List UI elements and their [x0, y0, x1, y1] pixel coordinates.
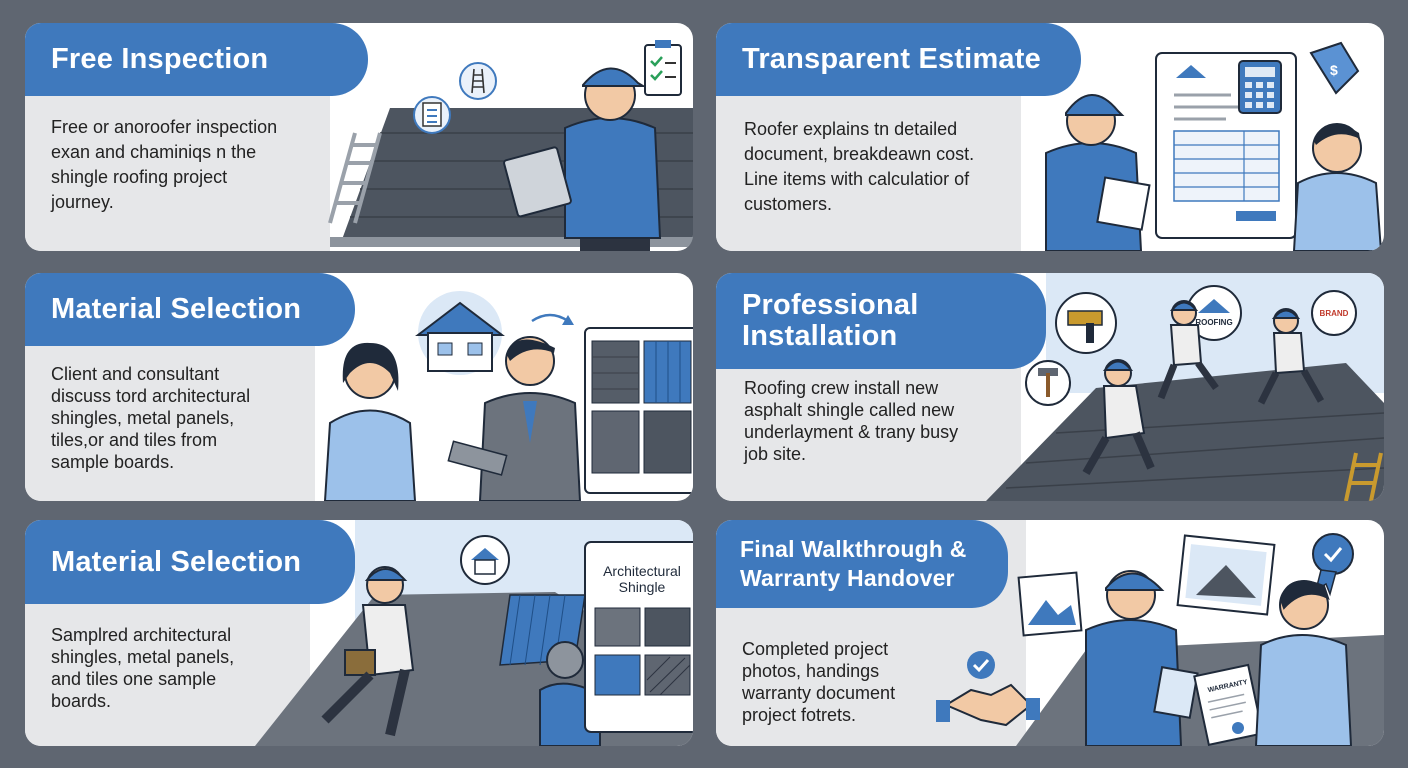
price-tag-icon: $ — [1309, 41, 1360, 95]
card-description: Completed project photos, handings warra… — [742, 639, 896, 725]
card-material-selection-2: Material Selection Samplred architectura… — [25, 520, 693, 746]
warranty-document: WARRANTY — [1193, 663, 1264, 746]
checklist-icon — [413, 96, 451, 134]
consultant-figure — [447, 336, 582, 501]
client-figure — [323, 342, 417, 501]
card-material-selection: Material Selection Client and consultant… — [25, 273, 693, 501]
card-description: Client and consultant discuss tord archi… — [51, 364, 251, 472]
card-title: Material Selection — [25, 520, 355, 604]
photo-icon — [1017, 534, 1276, 637]
nail-gun-icon — [1055, 292, 1117, 354]
roofer-figure — [1085, 570, 1199, 746]
card-free-inspection: Free Inspection Free or anoroofer inspec… — [25, 23, 693, 251]
card-title: Professional Installation — [716, 273, 1046, 369]
shingle-sample-illustration: Architectural Shingle — [255, 520, 693, 746]
card-title: Free Inspection — [25, 23, 368, 96]
walkthrough-illustration: WARRANTY — [936, 533, 1384, 746]
check-icon — [967, 651, 995, 679]
inspection-illustration — [328, 40, 693, 251]
brand-logo-icon: ROOFING BRAND — [1186, 285, 1357, 341]
ladder-icon — [459, 62, 497, 100]
sample-board-label-line1: Architectural — [603, 563, 681, 579]
arrow-icon — [531, 313, 569, 323]
card-description: Roofer explains tn detailed document, br… — [744, 119, 975, 214]
logo-text-2: BRAND — [1320, 309, 1349, 318]
customer-figure — [1292, 123, 1383, 251]
roofing-worker — [1157, 300, 1219, 400]
house-icon — [415, 291, 505, 375]
ladder-icon — [328, 132, 382, 224]
sample-board-icon — [584, 327, 693, 494]
roofing-worker — [1257, 308, 1325, 405]
hammer-icon — [1025, 360, 1071, 406]
card-description: Roofing crew install new asphalt shingle… — [744, 378, 959, 464]
card-description: Samplred architectural shingles, metal p… — [51, 625, 235, 711]
card-final-walkthrough: Final Walkthrough & Warranty Handover Co… — [716, 520, 1384, 746]
customer-figure — [1254, 580, 1353, 746]
handshake-icon — [936, 683, 1040, 727]
clipboard-icon — [644, 40, 682, 96]
roofer-worker — [321, 566, 415, 737]
house-icon — [460, 535, 510, 585]
roofer-figure — [1045, 94, 1151, 251]
sample-board-icon: Architectural Shingle — [584, 541, 693, 733]
card-description: Free or anoroofer inspection exan and ch… — [51, 117, 278, 212]
roofing-worker — [1082, 359, 1155, 475]
card-title: Material Selection — [25, 273, 355, 346]
svg-text:$: $ — [1330, 62, 1338, 78]
calculator-icon — [1238, 60, 1282, 114]
card-title: Transparent Estimate — [716, 23, 1081, 96]
badge-check-icon — [1312, 533, 1354, 597]
card-professional-installation: Professional Installation Roofing crew i… — [716, 273, 1384, 501]
card-transparent-estimate: Transparent Estimate Roofer explains tn … — [716, 23, 1384, 251]
sample-board-label-line2: Shingle — [619, 579, 666, 595]
card-title: Final Walkthrough & Warranty Handover — [716, 520, 1008, 608]
inspector-worker — [503, 67, 662, 251]
selection-illustration — [323, 291, 693, 501]
estimate-illustration: $ — [1045, 41, 1383, 251]
installation-illustration: ROOFING BRAND — [986, 273, 1384, 501]
logo-text-1: ROOFING — [1195, 318, 1232, 327]
